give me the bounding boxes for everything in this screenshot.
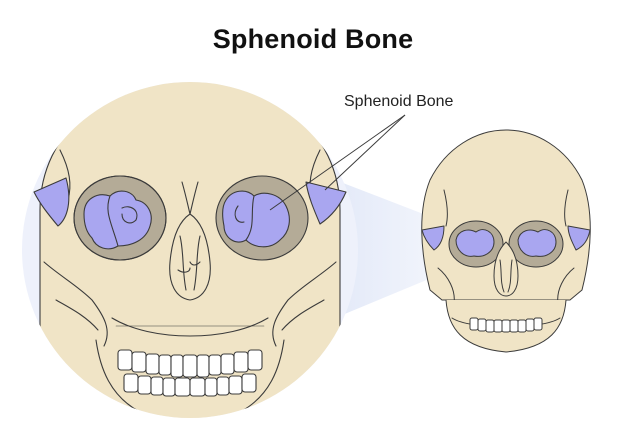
callout-leader-right — [324, 114, 406, 191]
small-sphenoid-wing-right — [567, 225, 591, 251]
zoomed-sphenoid-orbit-right — [222, 190, 290, 248]
zoomed-lower-teeth — [123, 373, 257, 397]
zoomed-upper-teeth — [117, 349, 263, 378]
magnifier-beam — [330, 178, 470, 318]
zoomed-skull — [33, 82, 347, 418]
callout-leader-left — [269, 114, 406, 211]
small-sphenoid-orbit-left — [455, 229, 495, 257]
small-skull — [421, 129, 591, 353]
small-teeth — [469, 317, 543, 333]
small-sphenoid-wing-left — [421, 225, 445, 251]
diagram-title: Sphenoid Bone — [212, 24, 414, 54]
zoomed-sphenoid-wing-left — [33, 177, 70, 227]
callout-label: Sphenoid Bone — [344, 93, 454, 110]
small-sphenoid-orbit-right — [517, 229, 557, 257]
small-nasal-cavity — [493, 241, 519, 297]
zoomed-sphenoid-wing-right — [305, 181, 347, 225]
